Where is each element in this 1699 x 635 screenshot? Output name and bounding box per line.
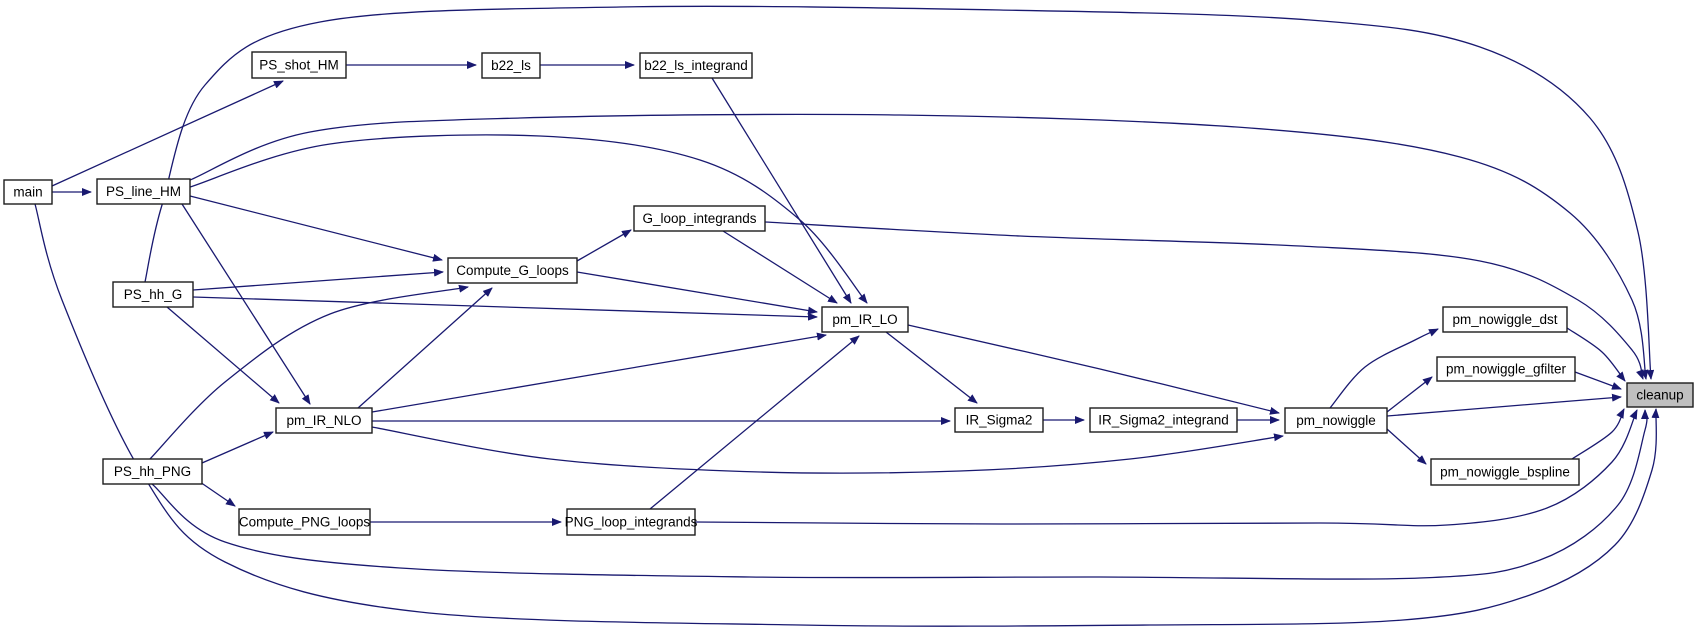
node-box-PS_shot_HM[interactable] [251,51,347,79]
node-b22_ls_integrand[interactable]: b22_ls_integrand [639,52,753,79]
node-label-b22_ls: b22_ls [491,58,531,73]
node-pm_nowiggle[interactable]: pm_nowiggle [1284,407,1388,434]
node-box-PNG_loop_integrands[interactable] [566,508,696,536]
edge-PS_line_HM-Compute_G_loops [189,195,443,262]
node-G_loop_integrands[interactable]: G_loop_integrands [633,205,766,232]
edge-PS_line_HM-pm_IR_LO [189,134,868,304]
edge-G_loop_integrands-cleanup [764,221,1644,380]
node-label-PS_hh_G: PS_hh_G [124,287,183,302]
edge-PS_hh_G-pm_IR_NLO [166,306,280,404]
edge-pm_nowiggle-pm_nowiggle_bspline [1386,428,1427,465]
node-PS_hh_G[interactable]: PS_hh_G [112,281,194,308]
node-box-pm_nowiggle_dst[interactable] [1442,306,1568,333]
nodes-layer: main PS_line_HM PS_shot_HM b22_ls b22_ls_int… [3,51,1694,536]
node-label-Compute_PNG_loops: Compute_PNG_loops [239,515,371,530]
node-main[interactable]: main [3,179,53,205]
node-label-pm_IR_NLO: pm_IR_NLO [286,413,361,428]
edge-PS_hh_G-Compute_G_loops [192,268,444,291]
node-pm_nowiggle_dst[interactable]: pm_nowiggle_dst [1442,306,1568,333]
node-label-pm_nowiggle_bspline: pm_nowiggle_bspline [1440,465,1570,480]
edge-PS_hh_G-cleanup [144,5,1655,380]
node-label-IR_Sigma2_integrand: IR_Sigma2_integrand [1098,413,1229,428]
edge-pm_nowiggle_bspline-cleanup [1571,408,1625,460]
node-box-pm_nowiggle_gfilter[interactable] [1436,356,1576,382]
node-box-PS_hh_G[interactable] [112,281,194,308]
edge-pm_IR_LO-IR_Sigma2 [885,331,978,404]
edge-Compute_G_loops-G_loop_integrands [576,229,632,262]
node-label-pm_IR_LO: pm_IR_LO [832,312,897,327]
node-pm_nowiggle_gfilter[interactable]: pm_nowiggle_gfilter [1436,356,1576,382]
node-IR_Sigma2_integrand[interactable]: IR_Sigma2_integrand [1089,407,1238,433]
node-PS_shot_HM[interactable]: PS_shot_HM [251,51,347,79]
node-PNG_loop_integrands[interactable]: PNG_loop_integrands [565,508,698,536]
node-label-Compute_G_loops: Compute_G_loops [456,263,569,278]
edge-PS_line_HM-pm_IR_NLO [181,203,311,405]
edge-PS_hh_PNG-Compute_PNG_loops [199,481,236,507]
edge-PS_hh_PNG-Compute_G_loops [149,284,469,460]
node-box-pm_nowiggle_bspline[interactable] [1430,458,1580,486]
node-box-pm_nowiggle[interactable] [1284,407,1388,434]
node-label-PS_line_HM: PS_line_HM [106,184,181,199]
node-label-PNG_loop_integrands: PNG_loop_integrands [565,515,698,530]
edge-pm_nowiggle-cleanup [1386,393,1622,417]
node-label-b22_ls_integrand: b22_ls_integrand [644,58,748,73]
edge-pm_IR_LO-pm_nowiggle [907,324,1280,415]
node-label-cleanup: cleanup [1636,388,1683,403]
node-label-IR_Sigma2: IR_Sigma2 [966,413,1033,428]
node-label-main: main [13,185,42,200]
node-pm_IR_NLO[interactable]: pm_IR_NLO [275,407,373,434]
node-box-PS_line_HM[interactable] [96,178,191,205]
edge-pm_nowiggle-pm_nowiggle_gfilter [1386,376,1433,413]
node-Compute_G_loops[interactable]: Compute_G_loops [447,257,578,284]
node-box-pm_IR_LO[interactable] [821,306,909,333]
node-pm_nowiggle_bspline[interactable]: pm_nowiggle_bspline [1430,458,1580,486]
edge-pm_nowiggle-pm_nowiggle_dst [1329,328,1439,409]
node-box-G_loop_integrands[interactable] [633,205,766,232]
edge-PS_hh_G-pm_IR_LO [192,296,818,321]
node-label-pm_nowiggle: pm_nowiggle [1296,413,1376,428]
node-cleanup[interactable]: cleanup [1626,382,1694,408]
node-pm_IR_LO[interactable]: pm_IR_LO [821,306,909,333]
node-label-pm_nowiggle_gfilter: pm_nowiggle_gfilter [1446,362,1567,377]
node-box-IR_Sigma2[interactable] [954,407,1044,433]
edge-PS_hh_PNG-cleanup [151,409,1650,580]
node-box-Compute_PNG_loops[interactable] [238,508,371,536]
node-box-cleanup[interactable] [1626,382,1694,408]
edge-PNG_loop_integrands-cleanup [694,409,1638,527]
node-Compute_PNG_loops[interactable]: Compute_PNG_loops [238,508,371,536]
edge-pm_IR_NLO-pm_nowiggle [371,426,1284,474]
node-PS_hh_PNG[interactable]: PS_hh_PNG [102,458,203,485]
edge-b22_ls_integrand-pm_IR_LO [711,77,852,304]
edges-layer [34,5,1660,627]
node-box-IR_Sigma2_integrand[interactable] [1089,407,1238,433]
edge-pm_IR_NLO-Compute_G_loops [357,287,493,409]
node-box-main[interactable] [3,179,53,205]
node-box-b22_ls_integrand[interactable] [639,52,753,79]
node-label-PS_hh_PNG: PS_hh_PNG [114,464,191,479]
node-IR_Sigma2[interactable]: IR_Sigma2 [954,407,1044,433]
edge-main-PS_shot_HM [51,80,284,187]
node-box-PS_hh_PNG[interactable] [102,458,203,485]
node-box-Compute_G_loops[interactable] [447,257,578,284]
node-box-pm_IR_NLO[interactable] [275,407,373,434]
node-box-b22_ls[interactable] [481,52,541,79]
node-label-pm_nowiggle_dst: pm_nowiggle_dst [1452,312,1557,327]
edge-pm_nowiggle_gfilter-cleanup [1574,371,1622,390]
edge-pm_IR_NLO-pm_IR_LO [371,332,827,413]
edge-Compute_G_loops-pm_IR_LO [576,271,818,315]
node-PS_line_HM[interactable]: PS_line_HM [96,178,191,205]
edge-pm_nowiggle_dst-cleanup [1566,327,1626,382]
edge-PNG_loop_integrands-pm_IR_LO [649,335,860,510]
node-label-PS_shot_HM: PS_shot_HM [259,58,339,73]
node-b22_ls[interactable]: b22_ls [481,52,541,79]
edge-PS_hh_PNG-pm_IR_NLO [201,431,274,464]
edge-G_loop_integrands-pm_IR_LO [722,230,838,304]
node-label-G_loop_integrands: G_loop_integrands [642,211,756,226]
edge-PS_line_HM-cleanup [189,113,1649,380]
